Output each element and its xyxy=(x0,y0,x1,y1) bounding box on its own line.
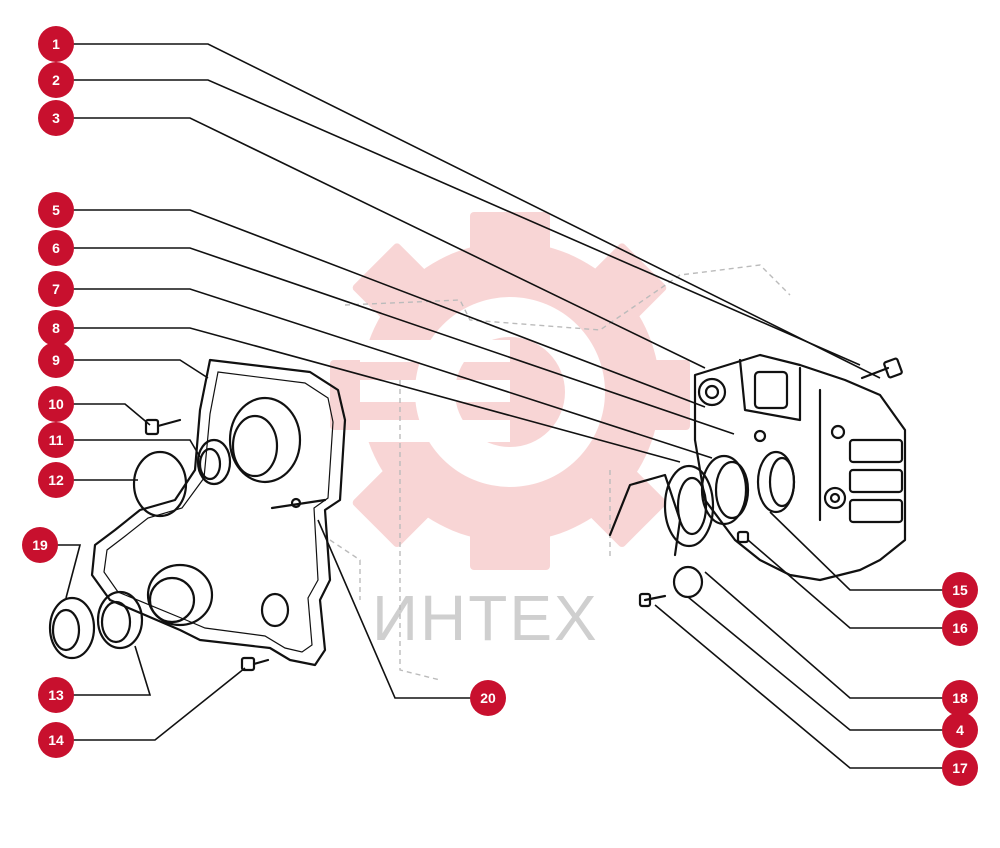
callout-14: 14 xyxy=(38,722,74,758)
leader-6 xyxy=(56,247,735,435)
leader-8 xyxy=(56,327,681,463)
cover-disc-part-12 xyxy=(132,450,188,518)
leader-9 xyxy=(56,359,209,379)
leader-1 xyxy=(56,43,881,379)
rope-seal xyxy=(608,473,682,557)
callout-8: 8 xyxy=(38,310,74,346)
callout-7: 7 xyxy=(38,271,74,307)
stud-part-20 xyxy=(270,497,327,510)
leader-7 xyxy=(56,288,713,459)
svg-text:17: 17 xyxy=(952,760,968,776)
callout-18: 18 xyxy=(942,680,978,716)
svg-text:11: 11 xyxy=(49,432,64,448)
leader-2 xyxy=(56,79,861,366)
leader-13 xyxy=(56,645,152,696)
leader-11 xyxy=(56,439,201,458)
cover-boss-lower xyxy=(146,563,214,627)
bolt-part-16 xyxy=(736,530,750,544)
svg-text:20: 20 xyxy=(480,690,496,706)
front-cover-gasket xyxy=(90,358,347,667)
callout-16: 16 xyxy=(942,610,978,646)
watermark-text: ИНТЕХ xyxy=(372,582,599,654)
svg-text:13: 13 xyxy=(48,687,64,703)
callout-6: 6 xyxy=(38,230,74,266)
callout-17: 17 xyxy=(942,750,978,786)
leader-17 xyxy=(654,604,960,769)
gear-housing xyxy=(693,353,907,582)
leader-5 xyxy=(56,209,706,408)
svg-text:2: 2 xyxy=(52,72,60,88)
bolt-part-14 xyxy=(240,656,270,672)
svg-text:12: 12 xyxy=(48,472,64,488)
leader-14 xyxy=(56,667,246,741)
callouts: 1 2 3 4 5 6 7 8 9 10 11 12 13 14 15 16 1… xyxy=(22,26,978,786)
callout-3: 3 xyxy=(38,100,74,136)
leader-lines xyxy=(40,43,960,769)
cover-boss-upper xyxy=(228,396,302,484)
svg-text:19: 19 xyxy=(32,537,48,553)
cover-boss-right xyxy=(260,592,290,628)
svg-text:3: 3 xyxy=(52,110,60,126)
callout-2: 2 xyxy=(38,62,74,98)
svg-text:18: 18 xyxy=(952,690,968,706)
cover-plug-part-4 xyxy=(672,565,704,599)
svg-text:15: 15 xyxy=(952,582,968,598)
leader-16 xyxy=(747,539,960,629)
svg-text:8: 8 xyxy=(52,320,60,336)
bolt-part-17 xyxy=(638,592,667,608)
callout-13: 13 xyxy=(38,677,74,713)
callout-15: 15 xyxy=(942,572,978,608)
engine-block-ghost-outline xyxy=(329,264,791,681)
callout-1: 1 xyxy=(38,26,74,62)
callout-9: 9 xyxy=(38,342,74,378)
svg-text:16: 16 xyxy=(952,620,968,636)
svg-text:10: 10 xyxy=(48,396,64,412)
leader-15 xyxy=(769,511,960,591)
callout-10: 10 xyxy=(38,386,74,422)
svg-text:7: 7 xyxy=(52,281,60,297)
ring-part-11 xyxy=(196,438,232,486)
svg-text:5: 5 xyxy=(52,202,60,218)
svg-text:1: 1 xyxy=(52,36,60,52)
watermark-gear-logo xyxy=(330,212,690,570)
callout-11: 11 xyxy=(38,422,74,458)
leader-18 xyxy=(704,571,960,699)
leader-3 xyxy=(56,117,706,369)
callout-12: 12 xyxy=(38,462,74,498)
callout-5: 5 xyxy=(38,192,74,228)
leader-4 xyxy=(687,596,960,731)
bolt-part-1 xyxy=(860,357,903,380)
callout-4: 4 xyxy=(942,712,978,748)
callout-20: 20 xyxy=(470,680,506,716)
bolt-part-10 xyxy=(144,418,182,436)
svg-text:9: 9 xyxy=(52,352,60,368)
ring-part-13 xyxy=(96,590,144,650)
svg-text:4: 4 xyxy=(956,722,964,738)
seal-rings-right xyxy=(663,450,796,548)
leader-10 xyxy=(56,403,151,426)
svg-text:14: 14 xyxy=(48,732,64,748)
leader-20 xyxy=(317,519,488,699)
callout-19: 19 xyxy=(22,527,58,563)
seal-part-19 xyxy=(48,596,96,660)
svg-text:6: 6 xyxy=(52,240,60,256)
